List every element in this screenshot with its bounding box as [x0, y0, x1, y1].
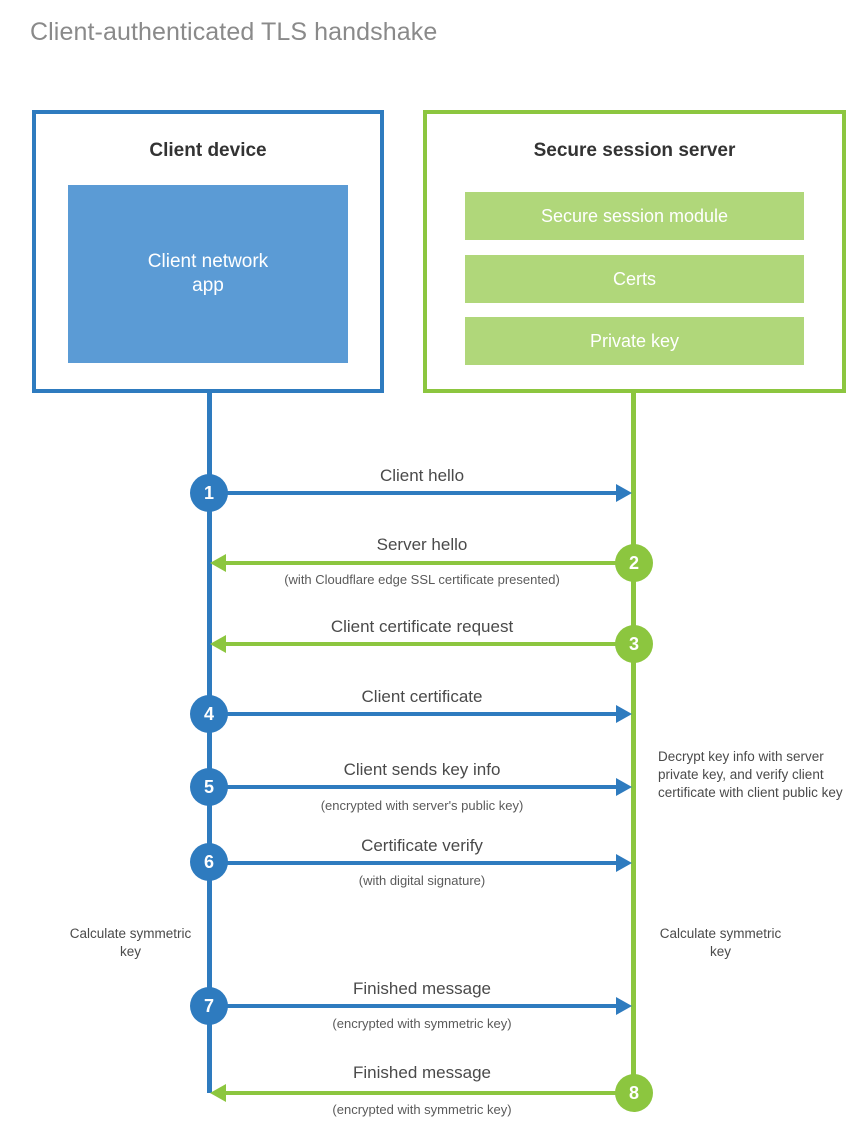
step-5-label: Client sends key info — [343, 760, 501, 779]
step-3-arrow-line — [226, 642, 634, 646]
secure-session-server-box: Secure session server Secure session mod… — [423, 110, 846, 393]
step-circle-5[interactable]: 5 — [190, 768, 228, 806]
server-module-private-key: Private key — [465, 317, 804, 365]
step-1-arrowhead — [616, 484, 632, 502]
step-5-arrowhead — [616, 778, 632, 796]
server-decrypt-annotation: Decrypt key info with server private key… — [658, 749, 843, 801]
step-8-arrow-line — [226, 1091, 634, 1095]
step-2-label: Server hello — [376, 535, 468, 554]
step-circle-4[interactable]: 4 — [190, 695, 228, 733]
server-calculate-symmetric-key-annotation: Calculate symmetric key — [659, 926, 782, 960]
client-network-app-block: Client network app — [68, 185, 348, 363]
step-circle-6[interactable]: 6 — [190, 843, 228, 881]
step-7-label: Finished message — [353, 979, 491, 998]
step-5-sublabel: (encrypted with server's public key) — [320, 798, 524, 813]
step-circle-2[interactable]: 2 — [615, 544, 653, 582]
step-2-arrow-line — [226, 561, 634, 565]
step-circle-3[interactable]: 3 — [615, 625, 653, 663]
step-circle-8[interactable]: 8 — [615, 1074, 653, 1112]
step-7-arrowhead — [616, 997, 632, 1015]
step-1-arrow-line — [210, 491, 616, 495]
step-8-sublabel: (encrypted with symmetric key) — [332, 1102, 512, 1117]
step-4-arrow-line — [210, 712, 616, 716]
step-8-label: Finished message — [353, 1063, 491, 1082]
step-4-arrowhead — [616, 705, 632, 723]
client-network-app-label: Client network app — [147, 251, 269, 296]
step-circle-7[interactable]: 7 — [190, 987, 228, 1025]
step-6-arrowhead — [616, 854, 632, 872]
server-lifeline — [631, 393, 636, 1093]
step-2-sublabel: (with Cloudflare edge SSL certificate pr… — [284, 572, 560, 587]
step-6-sublabel: (with digital signature) — [358, 873, 486, 888]
page-title: Client-authenticated TLS handshake — [30, 18, 438, 46]
step-6-arrow-line — [210, 861, 616, 865]
step-1-label: Client hello — [379, 466, 465, 485]
client-lifeline — [207, 393, 212, 1093]
step-5-arrow-line — [210, 785, 616, 789]
step-3-arrowhead — [210, 635, 226, 653]
step-6-label: Certificate verify — [361, 836, 483, 855]
step-2-arrowhead — [210, 554, 226, 572]
server-module-certs: Certs — [465, 255, 804, 303]
client-device-box: Client device Client network app — [32, 110, 384, 393]
step-3-label: Client certificate request — [330, 617, 514, 636]
step-8-arrowhead — [210, 1084, 226, 1102]
client-calculate-symmetric-key-annotation: Calculate symmetric key — [69, 926, 192, 960]
server-module-secure-session-module: Secure session module — [465, 192, 804, 240]
step-circle-1[interactable]: 1 — [190, 474, 228, 512]
step-7-sublabel: (encrypted with symmetric key) — [332, 1016, 512, 1031]
step-7-arrow-line — [210, 1004, 616, 1008]
secure-session-server-title: Secure session server — [533, 140, 736, 161]
client-device-title: Client device — [149, 140, 267, 161]
step-4-label: Client certificate — [361, 687, 483, 706]
